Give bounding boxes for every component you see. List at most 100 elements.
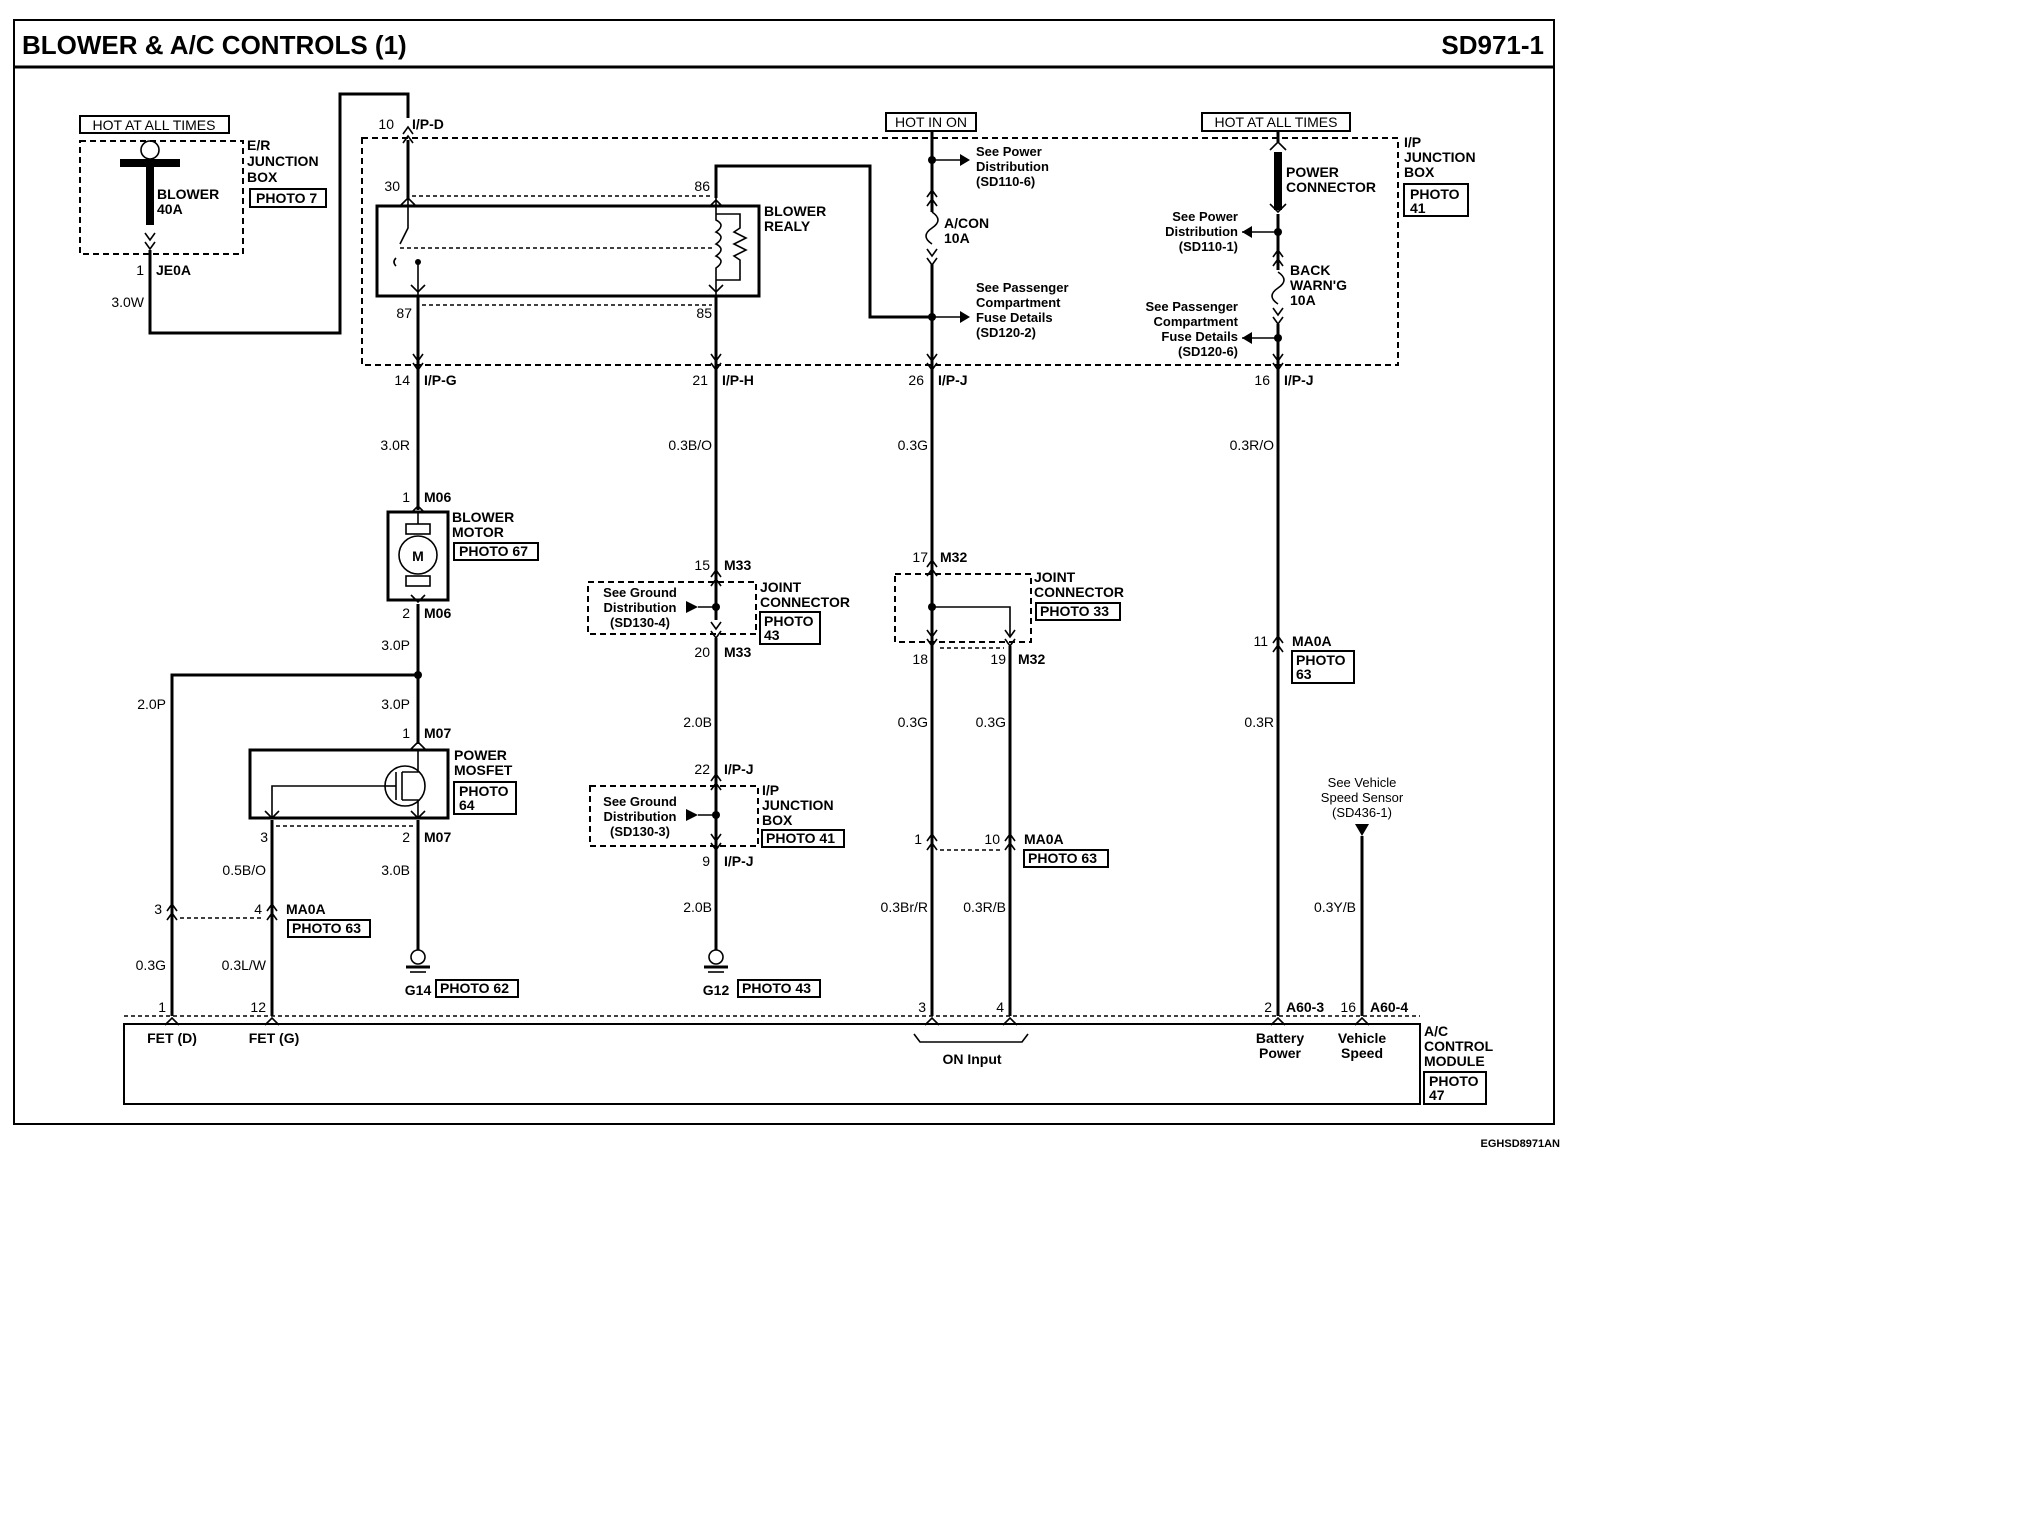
module-label-power: Power <box>1259 1045 1302 1061</box>
module-photo-2: 47 <box>1429 1087 1445 1103</box>
ip-label-3: BOX <box>1404 164 1435 180</box>
ma0a-right-pin: 11 <box>1253 633 1268 649</box>
relay-switch-icon <box>399 198 409 245</box>
speed-ref-1: See Vehicle <box>1328 775 1397 790</box>
er-photo-box <box>249 188 327 208</box>
power-connector-name-1: POWER <box>1286 164 1339 180</box>
ip-junction-box: 10 I/P-D I/P JUNCTION BOX PHOTO 41 <box>361 116 1476 366</box>
module-pin-4: 4 <box>996 999 1004 1015</box>
relay-pin-86: 86 <box>694 178 710 194</box>
relay-name-2: REALY <box>764 218 811 234</box>
ipj2-photo: PHOTO 41 <box>766 830 835 846</box>
acon-ref2-c: Fuse Details <box>976 310 1053 325</box>
module-label-vehicle: Vehicle <box>1338 1030 1386 1046</box>
ipj2-conn-top: I/P-J <box>724 761 754 777</box>
back-warn-fuse-icon <box>1271 271 1285 305</box>
pc-ref2-c: Fuse Details <box>1161 329 1238 344</box>
j32-name-2: CONNECTOR <box>1034 584 1124 600</box>
mosfet-body <box>248 748 450 820</box>
relay-pin-87: 87 <box>396 305 412 321</box>
ground1-name: G14 <box>405 982 432 998</box>
ip-top-conn: I/P-D <box>412 116 444 132</box>
ip-photo-box <box>1403 183 1469 217</box>
speed-ref-2: Speed Sensor <box>1321 790 1404 805</box>
module-pin-2: 2 <box>1264 999 1272 1015</box>
wire-0-3brr: 0.3Br/R <box>881 899 928 915</box>
wire-0-3ro: 0.3R/O <box>1230 437 1274 453</box>
blower-fuse-name: BLOWER <box>157 186 219 202</box>
on-input-bracket <box>913 1033 1029 1043</box>
wire-er-to-ip <box>148 92 410 335</box>
wire-fet-drain <box>170 673 418 1016</box>
ip-photo-1: PHOTO <box>1410 186 1460 202</box>
module-pin-16: 16 <box>1340 999 1356 1015</box>
j32-conn-b: M32 <box>1018 651 1045 667</box>
pc-ref2-d: (SD120-6) <box>1178 344 1238 359</box>
wire-0-3lw: 0.3L/W <box>222 957 267 973</box>
back-warn-name-1: BACK <box>1290 262 1330 278</box>
mosfet-name-1: POWER <box>454 747 507 763</box>
er-photo: PHOTO 7 <box>256 190 317 206</box>
j33-ref-2: Distribution <box>604 600 677 615</box>
motor-conn-1: M06 <box>424 489 451 505</box>
back-warn-rating: 10A <box>1290 292 1316 308</box>
motor-pin-2: 2 <box>402 605 410 621</box>
relay-resistor-icon <box>716 213 748 281</box>
acon-ref1-b: Distribution <box>976 159 1049 174</box>
wire-3-0p-b: 3.0P <box>381 696 410 712</box>
ipj2-name-1: I/P <box>762 782 779 798</box>
ipj2-name-2: JUNCTION <box>762 797 834 813</box>
ground2-photo: PHOTO 43 <box>742 980 811 996</box>
mosfet-photo-2: 64 <box>459 797 475 813</box>
module-pin-3: 3 <box>918 999 926 1015</box>
ip-label-2: JUNCTION <box>1404 149 1476 165</box>
wire-3-0p-a: 3.0P <box>381 637 410 653</box>
arrow-icon <box>960 154 970 166</box>
ma0a-right-conn: MA0A <box>1292 633 1332 649</box>
module-label-fet-g: FET (G) <box>249 1030 300 1046</box>
pc-ref2-b: Compartment <box>1153 314 1238 329</box>
acon-ref1-c: (SD110-6) <box>976 174 1035 189</box>
ipj2-pin-top: 22 <box>694 761 710 777</box>
module-label-battery: Battery <box>1256 1030 1304 1046</box>
relay-coil-icon <box>714 198 722 296</box>
wire-0-5bo: 0.5B/O <box>222 862 266 878</box>
pc-ref1-a: See Power <box>1172 209 1238 224</box>
power-connector-name-2: CONNECTOR <box>1286 179 1376 195</box>
header-hot-label-left: HOT AT ALL TIMES <box>93 117 216 133</box>
ipj2-ref-3: (SD130-3) <box>610 824 670 839</box>
motor-name-1: BLOWER <box>452 509 514 525</box>
er-label-3: BOX <box>247 169 278 185</box>
j33-pin-bot: 20 <box>694 644 710 660</box>
exit-conn-ipj-1: I/P-J <box>938 372 968 388</box>
acon-fuse-rating: 10A <box>944 230 970 246</box>
module-pin-12: 12 <box>250 999 266 1015</box>
er-busbar <box>120 159 180 167</box>
wire-2-0b-a: 2.0B <box>683 714 712 730</box>
ipj2-conn-bot: I/P-J <box>724 853 754 869</box>
exit-conn-ipg: I/P-G <box>424 372 457 388</box>
ipj2-name-3: BOX <box>762 812 793 828</box>
er-pin: 1 <box>136 262 144 278</box>
power-connector-column: HOT AT ALL TIMES POWER CONNECTOR See Pow… <box>1145 112 1376 380</box>
module-conn-a60-3: A60-3 <box>1286 999 1324 1015</box>
acon-fuse-name: A/CON <box>944 215 989 231</box>
wire-3-0b: 3.0B <box>381 862 410 878</box>
j33-ref-3: (SD130-4) <box>610 615 670 630</box>
er-label-2: JUNCTION <box>247 153 319 169</box>
exit-pin-14: 14 <box>394 372 410 388</box>
acon-ref2-d: (SD120-2) <box>976 325 1036 340</box>
pc-ref1-c: (SD110-1) <box>1179 239 1238 254</box>
mosfet-conn-1: M07 <box>424 725 451 741</box>
power-mosfet: 1 M07 POWER MOSFET PHOTO 64 3 2 M07 <box>248 725 517 845</box>
ground-icon <box>410 949 426 965</box>
motor-icon <box>398 535 438 575</box>
wire-2-0p: 2.0P <box>137 696 166 712</box>
mosfet-photo-1: PHOTO <box>459 783 509 799</box>
ma0a-right-photo-2: 63 <box>1296 666 1312 682</box>
ma0a-mid-pin-a: 1 <box>914 831 922 847</box>
ip-label-1: I/P <box>1404 134 1421 150</box>
er-box-outline <box>79 140 244 255</box>
exit-conn-ipj-2: I/P-J <box>1284 372 1314 388</box>
acon-ref2-a: See Passenger <box>976 280 1069 295</box>
